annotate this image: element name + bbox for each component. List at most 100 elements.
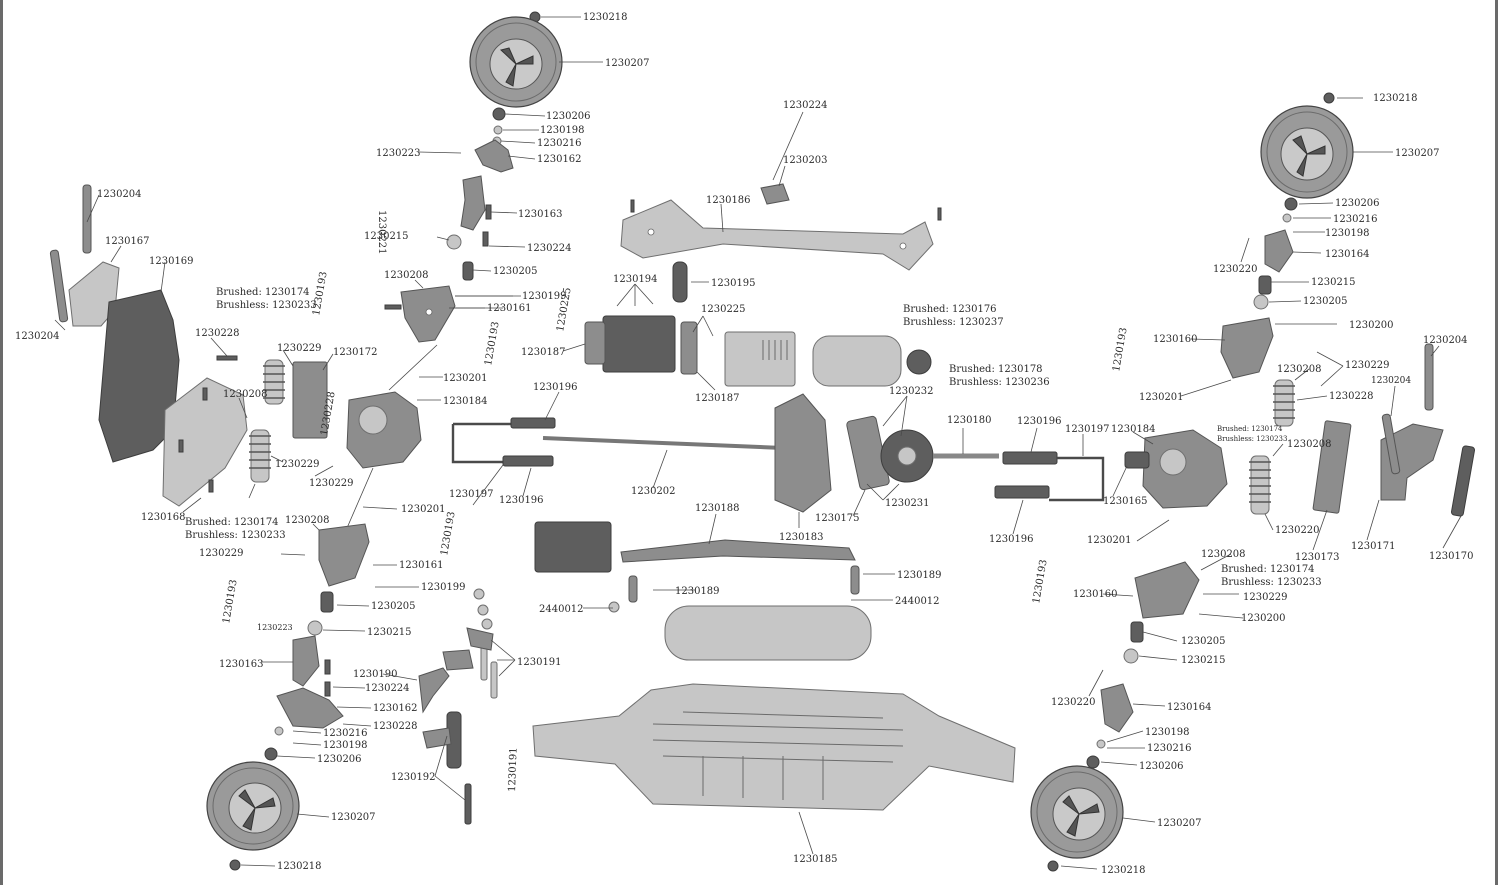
part-label: 1230196 (499, 495, 544, 506)
c-hub-icon (460, 175, 486, 231)
hole-icon (425, 308, 433, 316)
part-label: 1230171 (1351, 541, 1396, 552)
hex-hub-icon (1086, 755, 1100, 769)
front-bumper-assembly (49, 184, 248, 507)
motor-label: Brushless: 1230233 (185, 530, 286, 541)
part-label: 1230228 (195, 328, 240, 339)
shock-body-icon (1250, 455, 1270, 515)
part-label: 1230201 (401, 504, 446, 515)
slipper-clamp-icon (1002, 451, 1058, 465)
motor-label: Brushed: 1230178 (949, 364, 1043, 375)
kingpin-icon (485, 204, 492, 220)
part-label: 1230208 (223, 389, 268, 400)
part-label: 1230229 (1345, 360, 1390, 371)
part-label: 1230200 (1349, 320, 1394, 331)
turnbuckle-icon (490, 661, 498, 699)
part-label: 1230198 (323, 740, 368, 751)
part-label: 1230196 (533, 382, 578, 393)
part-label: 1230224 (365, 683, 410, 694)
part-label: 1230208 (1287, 439, 1332, 450)
motor-label: Brushed: 1230174 (185, 517, 279, 528)
shock-spring-icon (249, 435, 271, 469)
part-label: 1230229 (277, 343, 322, 354)
motor-label: Brushless: 1230233 (1217, 435, 1287, 443)
part-label: 1230205 (1181, 636, 1226, 647)
part-label: 1230229 (275, 459, 320, 470)
part-label: 1230198 (1325, 228, 1370, 239)
center-drive-shaft-icon (542, 436, 784, 450)
part-label: 1230195 (711, 278, 756, 289)
part-label: 1230201 (1087, 535, 1132, 546)
part-label: 1230200 (1241, 613, 1286, 624)
hex-hub-icon (492, 107, 506, 121)
part-label: 1230160 (1153, 334, 1198, 345)
rear-bumper-icon (1450, 445, 1476, 517)
servo-saver-clamp-icon (502, 455, 554, 467)
rear-lower-arm-icon (1134, 561, 1200, 619)
esc-icon (724, 331, 796, 387)
rear-lower-wheel-assembly (1030, 561, 1244, 872)
diff-gearbox-icon (346, 391, 422, 469)
rear-driveshaft-linkage-icon (1049, 456, 1105, 502)
top-plate-icon (620, 199, 934, 271)
wing-mount-icon (1380, 423, 1444, 501)
rear-shock-tower-icon (1312, 420, 1352, 514)
drive-shaft-icon (346, 467, 374, 529)
part-label: 1230216 (1333, 214, 1378, 225)
part-label: 2440012 (895, 596, 940, 607)
part-label: 1230205 (1303, 296, 1348, 307)
part-label: 1230207 (331, 812, 376, 823)
battery-post-icon (628, 575, 638, 603)
part-label: 1230218 (1373, 93, 1418, 104)
part-label: 1230203 (783, 155, 828, 166)
shock-spring-icon (1249, 461, 1271, 503)
servo-icon (602, 315, 676, 373)
wheel-nut-icon (1323, 92, 1335, 104)
screw-icon (937, 207, 942, 221)
pivot-post-icon (464, 783, 472, 825)
part-label: 1230216 (323, 728, 368, 739)
bellcrank-icon (466, 627, 494, 651)
part-label: 1230215 (367, 627, 412, 638)
part-label: 1230183 (779, 532, 824, 543)
outdrive-icon (1124, 451, 1150, 469)
part-label: 1230208 (384, 270, 429, 281)
rear-diff-shock-assembly (994, 343, 1476, 517)
front-shock-diff-assembly (249, 344, 784, 529)
chassis-assembly (532, 521, 1016, 811)
bearing-icon (1096, 739, 1106, 749)
chassis-rib-icon (652, 711, 904, 763)
part-label: 1230218 (583, 12, 628, 23)
part-label: 1230206 (1335, 198, 1380, 209)
servo-saver-clamp-icon (510, 417, 556, 429)
chassis-rib-icon (702, 756, 824, 800)
part-label: 1230216 (537, 138, 582, 149)
screw-icon (630, 199, 635, 213)
part-label: 1230229 (309, 478, 354, 489)
part-label: 1230205 (371, 601, 416, 612)
bearing-icon (1282, 213, 1292, 223)
wheel-spokes-icon (238, 789, 276, 831)
screw-icon (178, 439, 184, 453)
part-label: 1230215 (364, 231, 409, 242)
part-label: 1230207 (1395, 148, 1440, 159)
shock-tower-icon (292, 361, 328, 439)
battery-strap-icon (620, 539, 856, 563)
shock-spring-icon (263, 365, 285, 399)
pinion-gear-icon (906, 349, 932, 375)
pivot-ball-icon (481, 618, 493, 630)
part-label: 1230187 (521, 347, 566, 358)
servo-mount-icon (760, 183, 790, 205)
part-label: 1230232 (889, 386, 934, 397)
screw-icon (208, 479, 214, 493)
part-label-vertical: 1230193 (1111, 327, 1130, 373)
leader-lines (54, 16, 1462, 870)
part-label: 1230228 (1329, 391, 1374, 402)
part-label: 1230167 (105, 236, 150, 247)
shock-spring-icon (1273, 385, 1295, 419)
part-label: 1230197 (449, 489, 494, 500)
part-labels: 1230218 1230207 1230206 1230198 1230216 … (15, 12, 1474, 876)
part-label: 1230163 (518, 209, 563, 220)
part-label-vertical: 1230193 (483, 321, 502, 367)
part-label: 1230207 (1157, 818, 1202, 829)
